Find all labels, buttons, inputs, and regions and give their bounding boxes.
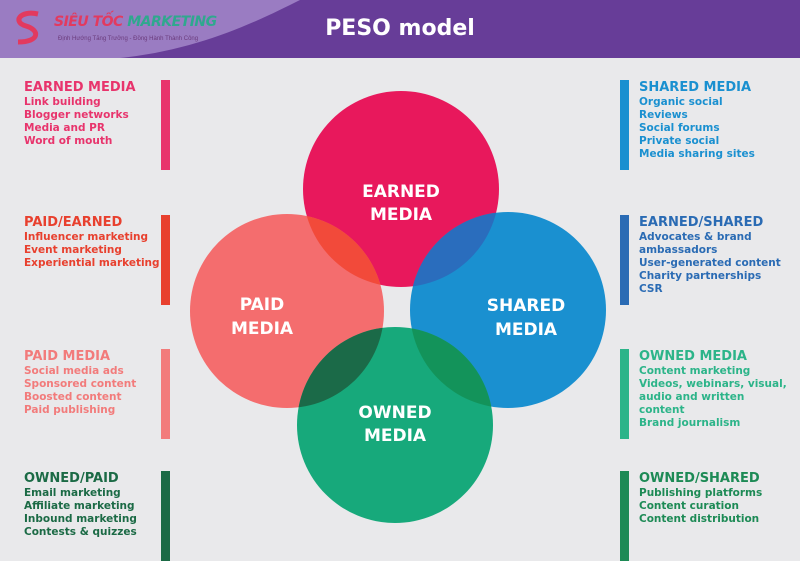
list-item: Content marketing bbox=[639, 365, 751, 377]
list-item: Contests & quizzes bbox=[24, 526, 137, 538]
list-item: Inbound marketing bbox=[24, 513, 137, 525]
list-item: Link building bbox=[24, 96, 101, 108]
color-bar bbox=[161, 349, 170, 439]
list-item: Influencer marketing bbox=[24, 231, 149, 243]
list-item: Charity partnerships bbox=[639, 270, 762, 282]
header-wave bbox=[0, 0, 300, 58]
list-item: Social forums bbox=[639, 122, 720, 134]
owned-paid-overlap bbox=[297, 327, 384, 408]
block-title: OWNED/PAID bbox=[24, 471, 119, 486]
logo-text-2: MARKETING bbox=[127, 14, 217, 30]
list-item: CSR bbox=[639, 283, 663, 295]
logo-tagline: Định Hướng Tăng Trưởng - Đồng Hành Thành… bbox=[58, 36, 199, 42]
color-bar bbox=[620, 80, 629, 170]
earned-label-1: EARNED bbox=[362, 182, 440, 202]
list-item: Content curation bbox=[639, 500, 739, 512]
list-item: Event marketing bbox=[24, 244, 122, 256]
logo-text: SIÊU TỐC bbox=[54, 14, 123, 30]
owned-shared-overlap bbox=[410, 327, 493, 408]
list-item: Email marketing bbox=[24, 487, 121, 499]
list-item: Publishing platforms bbox=[639, 487, 763, 499]
list-item: Private social bbox=[639, 135, 720, 147]
list-item: audio and written content bbox=[639, 391, 745, 416]
paid-label-1: PAID bbox=[240, 295, 285, 315]
list-item: Boosted content bbox=[24, 391, 122, 403]
color-bar bbox=[161, 471, 170, 561]
block-title: EARNED MEDIA bbox=[24, 80, 136, 95]
list-item: Sponsored content bbox=[24, 378, 137, 390]
block-title: OWNED MEDIA bbox=[639, 349, 747, 364]
list-item: Media and PR bbox=[24, 122, 105, 134]
page-title: PESO model bbox=[325, 16, 475, 41]
list-item: Content distribution bbox=[639, 513, 760, 525]
shared-label-1: SHARED bbox=[487, 296, 565, 316]
list-item: Organic social bbox=[639, 96, 723, 108]
list-item: Reviews bbox=[639, 109, 688, 121]
list-item: Experiential marketing bbox=[24, 257, 160, 269]
color-bar bbox=[620, 215, 629, 305]
list-item: Advocates & brand bbox=[639, 231, 752, 243]
list-item: Social media ads bbox=[24, 365, 124, 377]
list-item: ambassadors bbox=[639, 244, 718, 256]
header: SIÊU TỐC MARKETING Định Hướng Tăng Trưởn… bbox=[0, 0, 800, 58]
logo-swoosh-icon bbox=[16, 10, 39, 45]
block-title: OWNED/SHARED bbox=[639, 471, 760, 486]
color-bar bbox=[161, 80, 170, 170]
block-title: SHARED MEDIA bbox=[639, 80, 752, 95]
logo: SIÊU TỐC MARKETING Định Hướng Tăng Trưởn… bbox=[10, 8, 280, 48]
paid-label-2: MEDIA bbox=[231, 319, 294, 339]
color-bar bbox=[620, 349, 629, 439]
block-title: PAID MEDIA bbox=[24, 349, 111, 364]
list-item: Brand journalism bbox=[639, 417, 741, 429]
list-item: Word of mouth bbox=[24, 135, 113, 147]
list-item: Paid publishing bbox=[24, 404, 116, 416]
earned-shared-overlap bbox=[410, 212, 499, 287]
list-item: User-generated content bbox=[639, 257, 781, 269]
owned-label-1: OWNED bbox=[358, 403, 431, 423]
shared-label-2: MEDIA bbox=[495, 320, 558, 340]
color-bar bbox=[161, 215, 170, 305]
block-title: EARNED/SHARED bbox=[639, 215, 764, 230]
list-item: Videos, webinars, visual, bbox=[639, 378, 787, 390]
list-item: Media sharing sites bbox=[639, 148, 755, 160]
color-bar bbox=[620, 471, 629, 561]
list-item: Blogger networks bbox=[24, 109, 129, 121]
earned-label-2: MEDIA bbox=[370, 205, 433, 225]
owned-label-2: MEDIA bbox=[364, 426, 427, 446]
block-title: PAID/EARNED bbox=[24, 215, 123, 230]
list-item: Affiliate marketing bbox=[24, 500, 135, 512]
